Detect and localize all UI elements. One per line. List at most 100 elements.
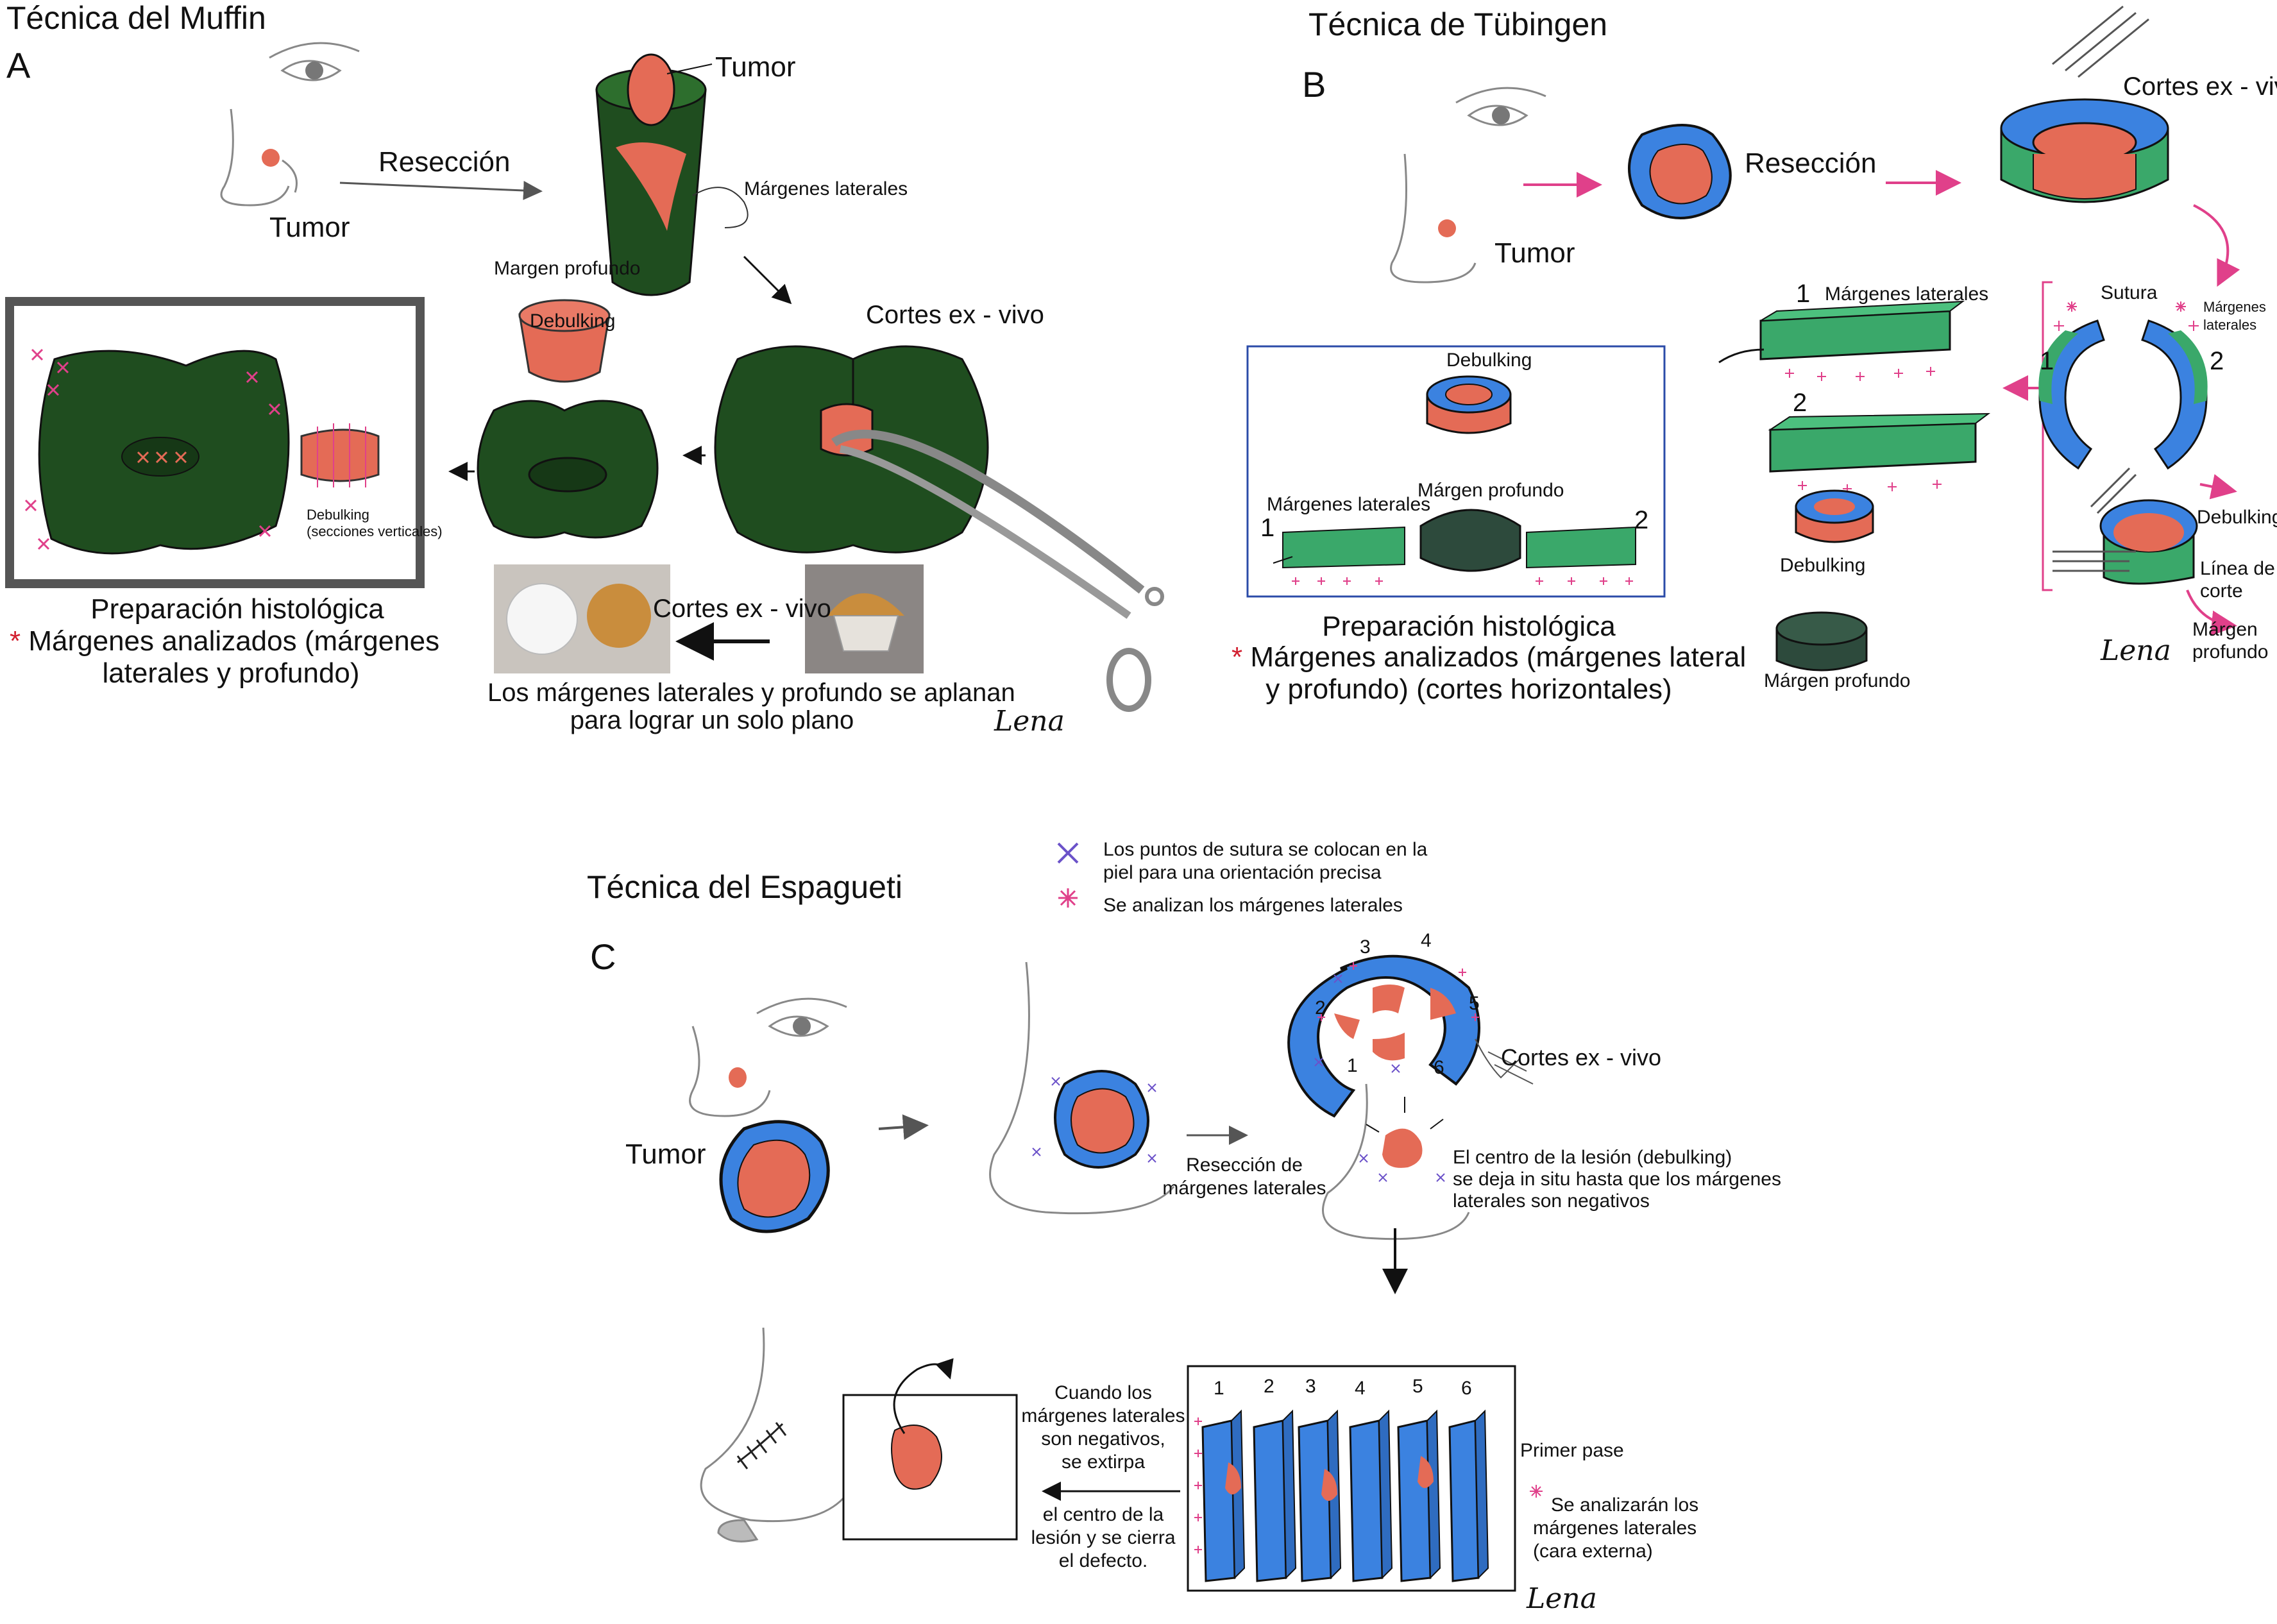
tumor-spot-b (1438, 219, 1456, 237)
segmented-ring-c (1287, 954, 1534, 1118)
debulking-in-situ (1382, 1128, 1423, 1168)
strip-number-5-c: 5 (1412, 1376, 1423, 1397)
prep-line2-b: y profundo) (cortes horizontales) (1265, 673, 1672, 705)
strip-number-4-c: 4 (1355, 1378, 1366, 1399)
prep-line2-a: laterales y profundo) (102, 657, 360, 689)
ring-half-1-b: 1 (2040, 347, 2054, 375)
analizaran-3-c: (cara externa) (1533, 1541, 1653, 1562)
panel-a-letter: A (6, 45, 31, 85)
box-number-1-b: 1 (1260, 514, 1275, 542)
histology-x-marks-a (24, 348, 281, 550)
tumor-spot-a (262, 149, 280, 167)
reseccion-1-c: Resección de (1186, 1155, 1303, 1176)
centro-1-c: El centro de la lesión (debulking) (1453, 1147, 1732, 1168)
box-asterisks-b (1292, 577, 1633, 585)
lesion-on-nose-c2 (1054, 1070, 1149, 1169)
margen-prof-2-b: profundo (2192, 641, 2269, 663)
secciones-verticales-a: (secciones verticales) (307, 523, 443, 539)
resection-piece-b (1628, 124, 1732, 219)
legend-margins: Se analizan los márgenes laterales (1103, 895, 1403, 916)
cuando-3-c: son negativos, (1041, 1428, 1165, 1450)
prep-title-a: Preparación histológica (90, 593, 384, 625)
margenes-side-1-b: Márgenes (2203, 299, 2266, 315)
cortes-ex-vivo-c: Cortes ex - vivo (1501, 1044, 1662, 1070)
caption-line1-a: Los márgenes laterales y profundo se apl… (487, 679, 1015, 707)
cuando-1-c: Cuando los (1054, 1382, 1152, 1403)
primer-pase-c: Primer pase (1520, 1440, 1624, 1461)
tumor-spot-c (729, 1067, 747, 1088)
panel-b-letter: B (1302, 64, 1326, 105)
pink-asterisks-b-right (2054, 301, 2199, 331)
ex-vivo-ring-b (2000, 5, 2169, 203)
face-sketch-a (220, 42, 360, 207)
ring-number-2-c: 2 (1315, 997, 1326, 1019)
nose-sketch-c3 (1322, 1083, 1470, 1240)
linea-2-b: corte (2200, 580, 2243, 602)
ring-number-3-c: 3 (1360, 936, 1371, 958)
face-sketch-c (689, 997, 847, 1117)
tumor-label-b: Tumor (1494, 237, 1575, 269)
cortes-ex-vivo-a-2: Cortes ex - vivo (653, 595, 831, 623)
margenes-laterales-1-b: Márgenes laterales (1825, 283, 1989, 305)
panel-b-title: Técnica de Tübingen (1308, 6, 1608, 42)
deep-margin-b (1775, 611, 1868, 672)
cylinder-specimen-a (595, 53, 713, 296)
prep-asterisk-b: * (1232, 641, 1243, 673)
prep-line1-text-a: Márgenes analizados (márgenes (28, 625, 440, 657)
caption-line2-a: para lograr un solo plano (570, 706, 854, 734)
legend-suture-2: piel para una orientación precisa (1103, 862, 1382, 883)
face-sketch-b (1390, 87, 1546, 283)
legend-suture-1: Los puntos de sutura se colocan en la (1103, 839, 1428, 860)
cut-disc-b (2053, 499, 2198, 585)
prep-title-b: Preparación histológica (1322, 611, 1616, 642)
tumor-lesion-c (719, 1120, 830, 1233)
prep-line1-text-b: Márgenes analizados (márgenes lateral (1250, 641, 1747, 673)
signature-c: Lena (1527, 1582, 1597, 1615)
panel-c-letter: C (590, 936, 616, 977)
suture-line-c (736, 1422, 787, 1469)
debulking-ring-mid-b (1795, 489, 1874, 543)
cortes-ex-vivo-b: Cortes ex - vivo (2123, 72, 2277, 101)
reseccion-label-b: Resección (1745, 148, 1877, 179)
mid-specimen-a (477, 400, 659, 539)
centro-lesion-2-c: lesión y se cierra (1031, 1527, 1176, 1548)
tumor-label-face-a: Tumor (269, 212, 350, 243)
histology-box-b (1246, 345, 1666, 598)
box-margen-profundo-b: Márgen profundo (1418, 480, 1564, 501)
centro-2-c: se deja in situ hasta que los márgenes (1453, 1169, 1781, 1190)
cortes-ex-vivo-a-1: Cortes ex - vivo (866, 301, 1044, 329)
cuando-2-c: márgenes laterales (1021, 1405, 1185, 1426)
legend-asterisk-symbol (1058, 888, 1078, 908)
legend-x-symbol (1057, 842, 1079, 864)
centro-lesion-3-c: el defecto. (1058, 1550, 1148, 1571)
debulking-label-a: Debulking (530, 310, 616, 332)
ring-number-1-c: 1 (1347, 1055, 1358, 1076)
debulking-piece-a (518, 299, 611, 383)
prep-line1-a: * Márgenes analizados (márgenes (10, 625, 439, 658)
ring-half-2-b: 2 (2210, 347, 2224, 375)
strips-c (1201, 1409, 1489, 1582)
margen-profundo-a: Margen profundo (494, 258, 641, 279)
closed-nose-c (700, 1327, 848, 1543)
centro-3-c: laterales son negativos (1453, 1190, 1650, 1212)
ring-number-4-c: 4 (1421, 930, 1432, 951)
box-margenes-laterales-b: Márgenes laterales (1267, 494, 1431, 515)
strip-number-2-b: 2 (1793, 389, 1807, 417)
lateral-strip-2-b (1768, 412, 1991, 473)
reseccion-2-c: márgenes laterales (1162, 1178, 1326, 1199)
strip-number-6-c: 6 (1461, 1378, 1472, 1399)
prep-asterisk-a: * (10, 625, 21, 657)
signature-b: Lena (2101, 634, 2171, 667)
strip-number-1-c: 1 (1214, 1378, 1224, 1399)
sutura-label-b: Sutura (2101, 282, 2158, 303)
panel-c-title: Técnica del Espagueti (587, 869, 902, 905)
box-margins-b (1273, 509, 1636, 572)
margen-profundo-bottom-b: Márgen profundo (1764, 670, 1911, 691)
panel-a-title: Técnica del Muffin (6, 0, 266, 36)
tumor-label-top-a: Tumor (715, 51, 796, 83)
margen-prof-1-b: Márgen (2192, 619, 2258, 640)
right-debulking-b: Debulking (2197, 507, 2277, 528)
ring-number-6-c: 6 (1434, 1057, 1444, 1078)
pink-asterisks-strips-b (1785, 367, 1942, 493)
